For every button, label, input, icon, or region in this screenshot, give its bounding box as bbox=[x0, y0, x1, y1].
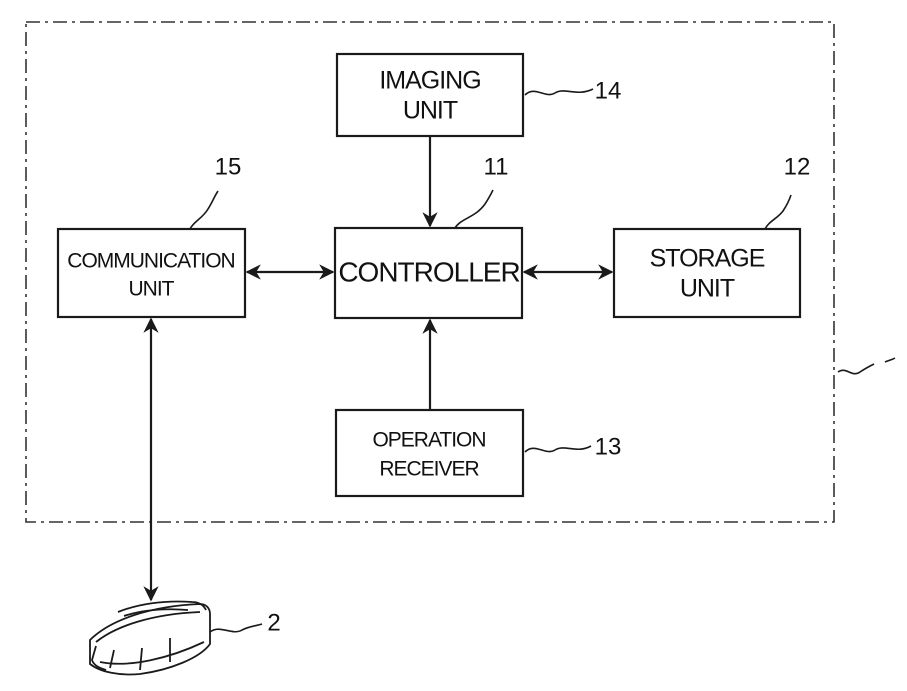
imaging-unit-label-line1: IMAGING bbox=[379, 67, 480, 95]
communication-unit-label-line1: COMMUNICATION bbox=[67, 250, 234, 273]
controller-box bbox=[333, 226, 524, 320]
head-mounted-display-device bbox=[89, 600, 211, 676]
communication-unit-ref: 15 bbox=[215, 153, 242, 180]
frame-leader-tick bbox=[884, 357, 896, 363]
operation-receiver-box bbox=[334, 408, 525, 498]
operation-receiver-leader bbox=[524, 445, 592, 453]
controller-ref: 11 bbox=[484, 153, 509, 180]
device-ref: 2 bbox=[267, 609, 280, 636]
imaging-unit-label-line2: UNIT bbox=[403, 97, 458, 125]
communication-unit-box bbox=[56, 227, 247, 319]
storage-unit-box bbox=[612, 227, 802, 319]
controller-label: CONTROLLER bbox=[338, 256, 519, 287]
imaging-unit-ref: 14 bbox=[595, 77, 622, 104]
device-leader bbox=[209, 623, 263, 633]
operation-receiver-ref: 13 bbox=[595, 433, 622, 460]
imaging-unit-box bbox=[335, 52, 525, 138]
operation-receiver-label-line1: OPERATION bbox=[372, 429, 485, 452]
storage-unit-label-line1: STORAGE bbox=[650, 245, 765, 273]
imaging-unit-leader bbox=[524, 88, 594, 96]
operation-receiver-label-line2: RECEIVER bbox=[379, 458, 479, 481]
storage-unit-leader bbox=[764, 194, 792, 230]
communication-unit-leader bbox=[189, 190, 219, 230]
controller-leader bbox=[454, 189, 494, 229]
communication-unit-label-line2: UNIT bbox=[129, 278, 175, 301]
storage-unit-label-line2: UNIT bbox=[680, 275, 735, 303]
frame-leader-squiggle bbox=[837, 363, 875, 375]
system-boundary-frame bbox=[25, 21, 835, 523]
storage-unit-ref: 12 bbox=[784, 153, 811, 180]
